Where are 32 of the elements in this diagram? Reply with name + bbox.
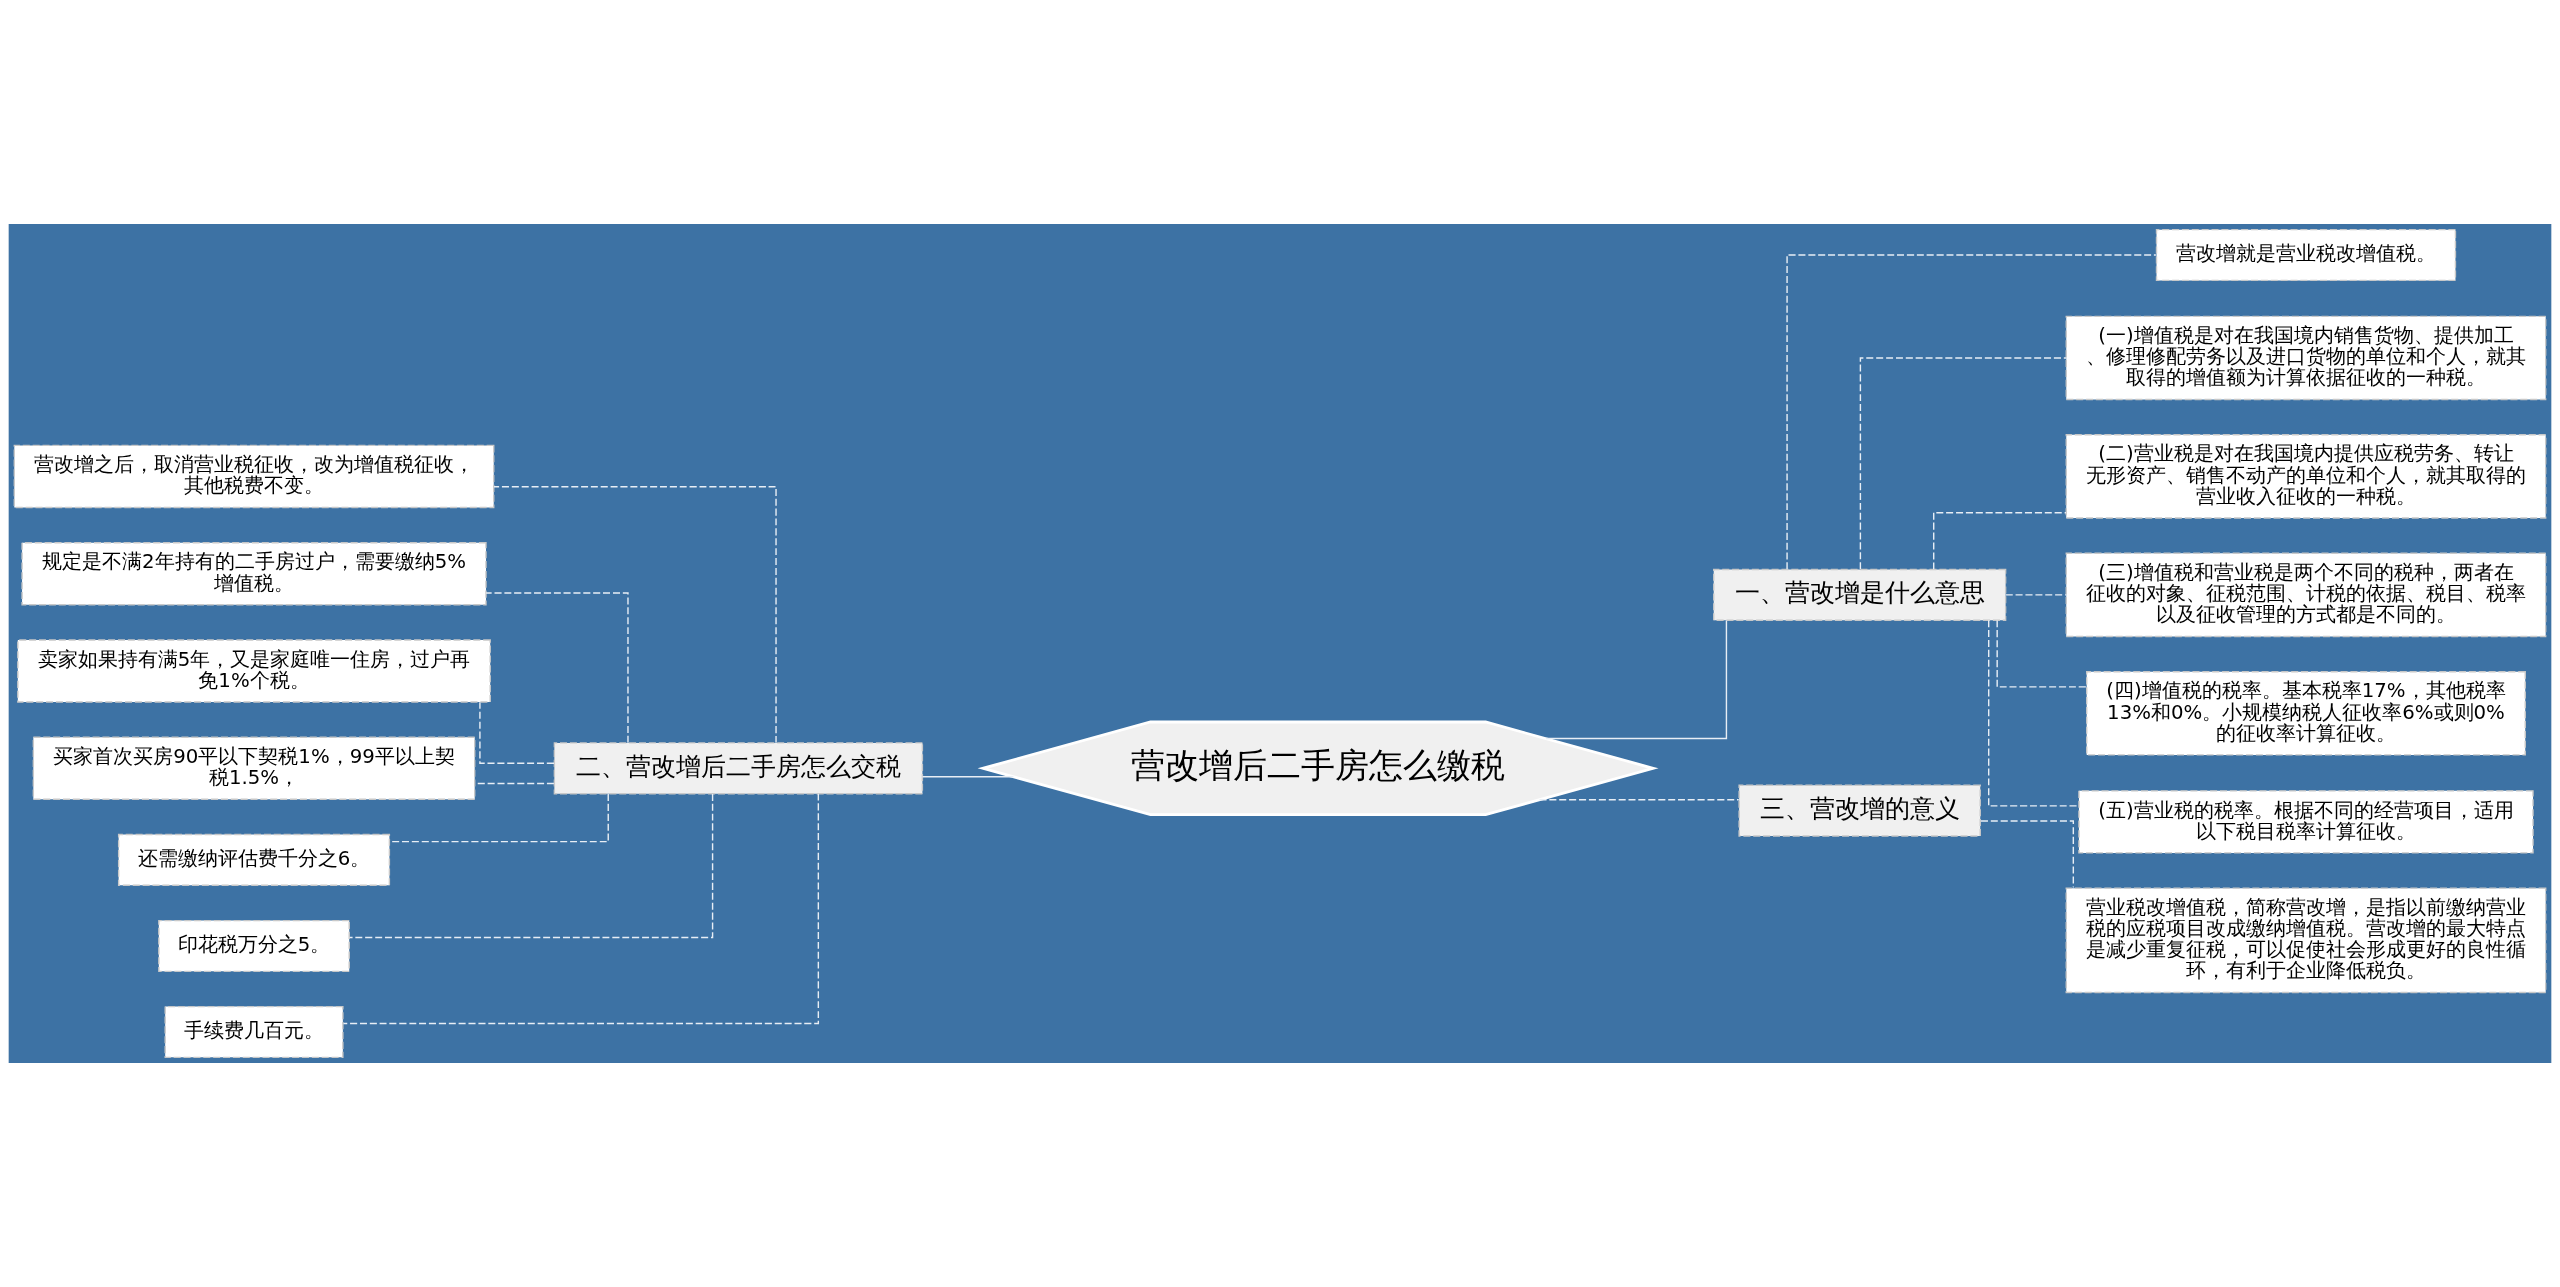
connector (479, 701, 555, 764)
connector (1859, 357, 2067, 570)
node-box: 规定是不满2年持有的二手房过户，需要缴纳5%增值税。 (21, 541, 487, 606)
node-box: 营业税改增值税，简称营改增，是指以前缴纳营业税的应税项目改成缴纳增值税。营改增的最大特点是减少重复征税，可以促使社会形成更好的良性循环，有利于企业降低税负。 (2065, 887, 2547, 994)
connector (1988, 619, 2080, 807)
node-box: 二、营改增后二手房怎么交税 (553, 742, 924, 795)
node-box: 一、营改增是什么意思 (1713, 568, 2007, 621)
node-box: (四)增值税的税率。基本税率17%，其他税率13%和0%。小规模纳税人征收率6%或则0%的征收率计算征收。 (2086, 671, 2526, 756)
connector (342, 793, 820, 1025)
connector (1933, 512, 2067, 571)
node-box: 营改增之后，取消营业税征收，改为增值税征收，其他税费不变。 (13, 444, 495, 509)
connector (1538, 799, 1740, 801)
node-box: 还需缴纳评估费千分之6。 (117, 833, 391, 887)
connector (1786, 254, 2157, 571)
connector (2005, 594, 2067, 596)
connector (921, 776, 1015, 778)
node-box: (三)增值税和营业税是两个不同的税种，两者在征收的对象、征税范围、计税的依据、税目、税率以及征收管理的方式都是不同的。 (2065, 552, 2547, 638)
node-box: 三、营改增的意义 (1738, 784, 1981, 837)
node-box: 手续费几百元。 (164, 1005, 344, 1059)
node-box: 买家首次买房90平以下契税1%，99平以上契税1.5%， (32, 736, 476, 800)
node-box: (二)营业税是对在我国境内提供应税劳务、转让无形资产、销售不动产的单位和个人，就其取得的营业收入征收的一种税。 (2065, 434, 2547, 519)
node-box: (一)增值税是对在我国境内销售货物、提供加工、修理修配劳务以及进口货物的单位和个人，就其取得的增值额为计算依据征收的一种税。 (2065, 315, 2547, 401)
connector (1996, 619, 2088, 688)
node-box: 印花税万分之5。 (158, 919, 350, 973)
node-box: 卖家如果持有满5年，又是家庭唯一住房，过户再免1%个税。 (17, 639, 491, 703)
connector (1545, 619, 1728, 740)
connector (348, 793, 714, 939)
node-box: 营改增就是营业税改增值税。 (2155, 228, 2457, 282)
connector (1980, 820, 2074, 889)
connector (493, 486, 777, 744)
connector (485, 592, 629, 744)
node-box: (五)营业税的税率。根据不同的经营项目，适用以下税目税率计算征收。 (2078, 790, 2534, 854)
